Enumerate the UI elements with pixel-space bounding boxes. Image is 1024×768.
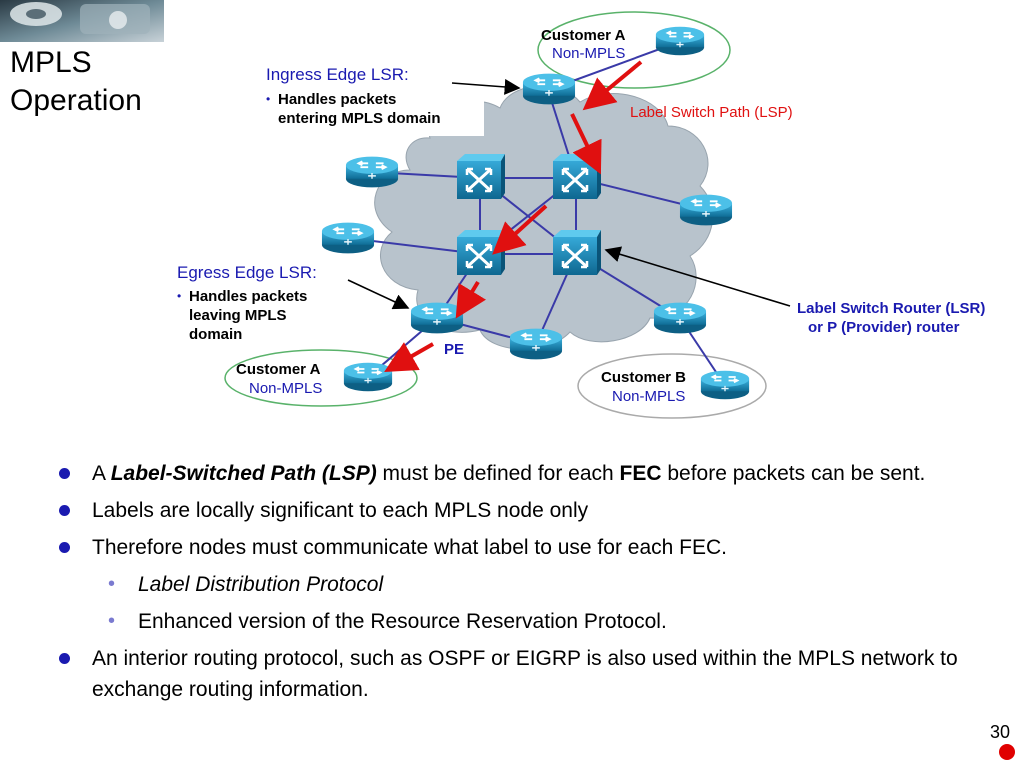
- bullet-igp-text: An interior routing protocol, such as OS…: [92, 647, 958, 701]
- bullet-labels-text: Labels are locally significant to each M…: [92, 499, 589, 522]
- bullet-labels: Labels are locally significant to each M…: [56, 495, 986, 526]
- customer-b-sub: Non-MPLS: [612, 388, 685, 405]
- sub-bullet-dot: •: [108, 610, 116, 632]
- customer-a-top-sub: Non-MPLS: [552, 45, 625, 62]
- lsr-label-line-2: or P (Provider) router: [808, 319, 960, 336]
- router-customer-a-bottom: [343, 361, 393, 393]
- title-line-2: Operation: [10, 84, 142, 117]
- title-line-1: MPLS: [10, 46, 92, 79]
- ingress-edge-router: [522, 72, 576, 106]
- router-bottom-right: [653, 301, 707, 335]
- corner-photo: [0, 0, 164, 42]
- bullet-lsp-fec: FEC: [619, 462, 662, 485]
- bullet-communicate: Therefore nodes must communicate what la…: [56, 532, 986, 563]
- core-switch-bottom-left: [455, 229, 505, 277]
- egress-desc-line-1: Handles packets: [189, 288, 307, 305]
- bullet-dot: [59, 505, 70, 516]
- bullet-dot: [59, 468, 70, 479]
- bullet-lsp-middle: must be defined for each: [376, 462, 620, 485]
- egress-edge-lsr-label: Egress Edge LSR:: [177, 263, 317, 282]
- customer-a-bottom-sub: Non-MPLS: [249, 380, 322, 397]
- router-customer-b: [700, 369, 750, 401]
- router-customer-a-top: [655, 25, 705, 57]
- bullet-lsp: A Label-Switched Path (LSP) must be defi…: [56, 458, 986, 489]
- bullet-list: A Label-Switched Path (LSP) must be defi…: [56, 458, 986, 711]
- mpls-network-diagram: Ingress Edge LSR: • Handles packets ente…: [177, 11, 985, 419]
- bullet-dot: [59, 542, 70, 553]
- customer-b-zone: [577, 353, 767, 419]
- lsp-arrows: [384, 60, 643, 372]
- bullet-dot: [59, 653, 70, 664]
- egress-desc-line-2: leaving MPLS: [189, 307, 287, 324]
- ingress-desc-line-2: entering MPLS domain: [278, 110, 441, 127]
- router-left-upper: [345, 155, 399, 189]
- sub-bullet-ldp-text: Label Distribution Protocol: [138, 573, 384, 596]
- egress-desc-line-3: domain: [189, 326, 242, 343]
- red-dot-marker: [999, 744, 1015, 760]
- bullet-lsp-term: Label-Switched Path (LSP): [110, 462, 377, 485]
- egress-bullet-dot: •: [177, 289, 181, 303]
- sub-bullet-dot: •: [108, 573, 116, 595]
- customer-b-label: Customer B: [601, 369, 686, 386]
- pe-label: PE: [444, 341, 464, 358]
- router-bottom-center: [509, 327, 563, 361]
- customer-a-bottom-label: Customer A: [236, 361, 321, 378]
- sub-bullet-ldp: • Label Distribution Protocol: [56, 569, 986, 600]
- ingress-bullet-dot: •: [266, 92, 270, 106]
- core-switch-top-right: [551, 153, 601, 201]
- ingress-desc-line-1: Handles packets: [278, 91, 396, 108]
- bullet-igp: An interior routing protocol, such as OS…: [56, 643, 986, 705]
- ingress-edge-lsr-label: Ingress Edge LSR:: [266, 65, 409, 84]
- sub-bullet-rsvp-text: Enhanced version of the Resource Reserva…: [138, 610, 667, 633]
- core-switch-bottom-right: [551, 229, 601, 277]
- slide-title: MPLS Operation: [10, 44, 142, 120]
- core-switch-top-left: [455, 153, 505, 201]
- lsr-label-line-1: Label Switch Router (LSR): [797, 300, 985, 317]
- egress-edge-router: [410, 301, 464, 335]
- page-number: 30: [990, 722, 1011, 742]
- bullet-lsp-prefix: A: [92, 462, 111, 485]
- bullet-communicate-text: Therefore nodes must communicate what la…: [92, 536, 727, 559]
- router-left-lower: [321, 221, 375, 255]
- customer-a-top-label: Customer A: [541, 27, 626, 44]
- bullet-lsp-suffix: before packets can be sent.: [661, 462, 926, 485]
- lsp-label: Label Switch Path (LSP): [630, 104, 793, 121]
- pointer-arrows: [347, 78, 791, 310]
- router-right: [679, 193, 733, 227]
- sub-bullet-rsvp: • Enhanced version of the Resource Reser…: [56, 606, 986, 637]
